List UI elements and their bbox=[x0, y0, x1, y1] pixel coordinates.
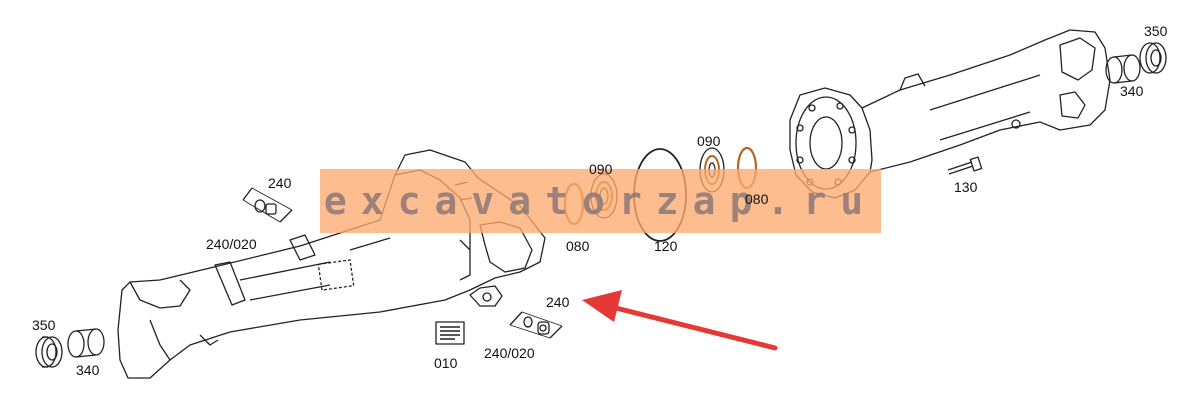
right-seal-and-bushing bbox=[1105, 42, 1167, 84]
label-340-left: 340 bbox=[76, 362, 100, 378]
label-350-right: 350 bbox=[1144, 23, 1168, 39]
label-010: 010 bbox=[434, 355, 458, 371]
label-130: 130 bbox=[954, 179, 978, 195]
left-plug-group bbox=[242, 187, 293, 223]
label-080-right: 080 bbox=[745, 191, 769, 207]
watermark-banner: excavatorzap.ru bbox=[320, 169, 881, 233]
label-240-mid: 240 bbox=[546, 294, 570, 310]
label-350-left: 350 bbox=[32, 317, 56, 333]
mid-plug-group bbox=[509, 311, 563, 339]
label-120: 120 bbox=[654, 238, 678, 254]
bolt-130 bbox=[947, 156, 983, 175]
left-seal-and-bushing bbox=[35, 328, 105, 368]
label-240-020-left: 240/020 bbox=[206, 236, 257, 252]
label-240-020-mid: 240/020 bbox=[484, 345, 535, 361]
label-090-left: 090 bbox=[589, 161, 613, 177]
identification-plate bbox=[435, 321, 465, 345]
label-080-left: 080 bbox=[566, 238, 590, 254]
label-240-left: 240 bbox=[268, 175, 292, 191]
label-340-right: 340 bbox=[1120, 83, 1144, 99]
watermark-text: excavatorzap.ru bbox=[323, 179, 878, 223]
label-090-right: 090 bbox=[697, 133, 721, 149]
left-axle-housing bbox=[117, 149, 546, 379]
